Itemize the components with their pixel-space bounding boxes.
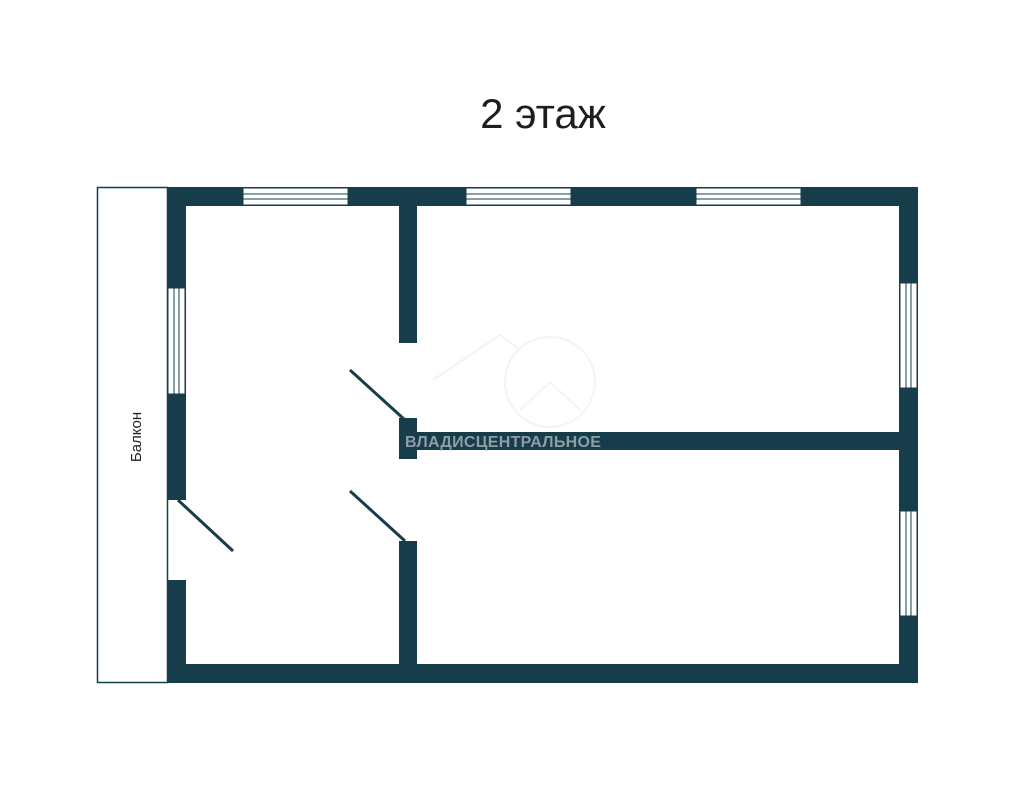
watermark-text: ВЛАДИСЦЕНТРАЛЬНОЕ <box>405 434 601 451</box>
watermark-logo-icon <box>432 333 596 428</box>
door-upper <box>348 368 407 422</box>
doors <box>176 368 407 553</box>
door-lower <box>348 489 407 543</box>
balcony-label: Балкон <box>128 412 145 462</box>
wall-middle <box>399 432 899 450</box>
door-balcony <box>176 498 235 553</box>
window-top-1 <box>242 187 349 206</box>
floor-title: 2 этаж <box>480 90 606 137</box>
wall-left-lower <box>167 580 186 683</box>
window-left <box>167 287 186 395</box>
window-right-1 <box>899 282 918 389</box>
wall-inner-upper <box>399 206 417 343</box>
window-top-2 <box>465 187 572 206</box>
windows <box>167 187 918 617</box>
window-top-3 <box>695 187 802 206</box>
wall-inner-lower <box>399 541 417 664</box>
wall-bottom <box>167 664 918 683</box>
window-right-2 <box>899 510 918 617</box>
